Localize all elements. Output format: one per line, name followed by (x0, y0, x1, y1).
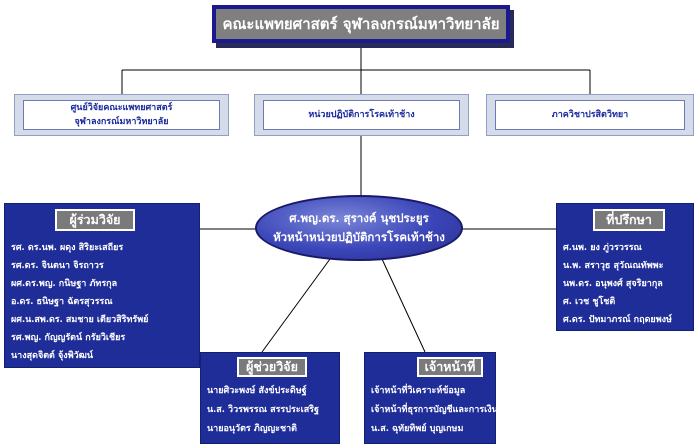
member-name: นายศิวะพงษ์ สังข์ประดิษฐ์ (207, 386, 307, 396)
research-center-box: ศูนย์วิจัยคณะแพทยศาสตร์ จุฬาลงกรณ์มหาวิท… (14, 94, 229, 136)
member-name: นพ.ดร. อนุพงศ์ สุจริยากุล (563, 279, 663, 289)
unit-head-name: ศ.พญ.ดร. สุรางค์ นุชประยูร (289, 211, 429, 225)
member-name: ศ. เวช ชูโชติ (563, 297, 616, 307)
member-name: ผศ.ดร.พญ. กนิษฐา ภัทรกุล (11, 279, 118, 289)
filariasis-unit-label: หน่วยปฏิบัติการโรคเท้าช้าง (263, 100, 460, 130)
member-name: รศ.ดร. จินตนา จิรถาวร (11, 261, 104, 271)
member-name: น.พ. สราวุธ สุวัณณทัพพะ (563, 261, 664, 271)
advisors-panel: ที่ปรึกษา ศ.นพ. ยง ภู่วรวรรณน.พ. สราวุธ … (556, 203, 694, 331)
member-name: รศ.พญ. กัญญรัตน์ กรัยวิเชียร (11, 333, 126, 343)
staff-panel: เจ้าหน้าที่ เจ้าหน้าที่วิเคราะห์ข้อมูลเจ… (364, 352, 498, 444)
parasitology-dept-box: ภาควิชาปรสิตวิทยา (486, 94, 694, 136)
member-name: ศ.ดร. ปัทมาภรณ์ กฤดยพงษ์ (563, 315, 672, 325)
faculty-title: คณะแพทยศาสตร์ จุฬาลงกรณ์มหาวิทยาลัย (216, 9, 506, 39)
member-name: นายอนุวัตร ภิญญะชาติ (207, 424, 298, 434)
research-center-label: ศูนย์วิจัยคณะแพทยศาสตร์ จุฬาลงกรณ์มหาวิท… (23, 100, 220, 130)
research-center-line1: ศูนย์วิจัยคณะแพทยศาสตร์ (70, 103, 173, 113)
unit-head-position: หัวหน้าหน่วยปฏิบัติการโรคเท้าช้าง (273, 230, 445, 244)
research-center-line2: จุฬาลงกรณ์มหาวิทยาลัย (74, 117, 169, 127)
staff-title: เจ้าหน้าที่ (417, 357, 483, 377)
connector-assistants (261, 258, 331, 353)
member-name: ศ.นพ. ยง ภู่วรวรรณ (563, 243, 642, 253)
member-name: เจ้าหน้าที่ธุรการบัญชีและการเงิน (371, 405, 498, 415)
assistants-panel: ผู้ช่วยวิจัย นายศิวะพงษ์ สังข์ประดิษฐ์น.… (200, 352, 340, 444)
co-researchers-title: ผู้ร่วมวิจัย (55, 209, 135, 231)
member-name: รศ. ดร.นพ. ผดุง สิริยะเสถียร (11, 243, 124, 253)
advisors-title: ที่ปรึกษา (593, 209, 665, 231)
filariasis-unit-box: หน่วยปฏิบัติการโรคเท้าช้าง (254, 94, 469, 136)
unit-head-ellipse: ศ.พญ.ดร. สุรางค์ นุชประยูร หัวหน้าหน่วยป… (255, 195, 463, 261)
member-name: น.ส. ฉุทัยทิพย์ บุญเกษม (371, 424, 464, 434)
member-name: เจ้าหน้าที่วิเคราะห์ข้อมูล (371, 386, 466, 396)
assistants-title: ผู้ช่วยวิจัย (237, 357, 307, 377)
co-researchers-panel: ผู้ร่วมวิจัย รศ. ดร.นพ. ผดุง สิริยะเสถีย… (4, 203, 200, 368)
faculty-title-box: คณะแพทยศาสตร์ จุฬาลงกรณ์มหาวิทยาลัย (212, 5, 510, 43)
member-name: น.ส. วิวรพรรณ สรรประเสริฐ (207, 405, 319, 415)
member-name: ผศ.น.สพ.ดร. สมชาย เตียวสิริทรัพย์ (11, 315, 149, 325)
member-name: นางสุดจิตต์ จุ้งพิวัฒน์ (11, 351, 93, 361)
member-name: อ.ดร. ธนิษฐา ฉัตรสุวรรณ (11, 297, 113, 307)
connector-staff (381, 258, 426, 353)
parasitology-dept-label: ภาควิชาปรสิตวิทยา (495, 100, 685, 130)
